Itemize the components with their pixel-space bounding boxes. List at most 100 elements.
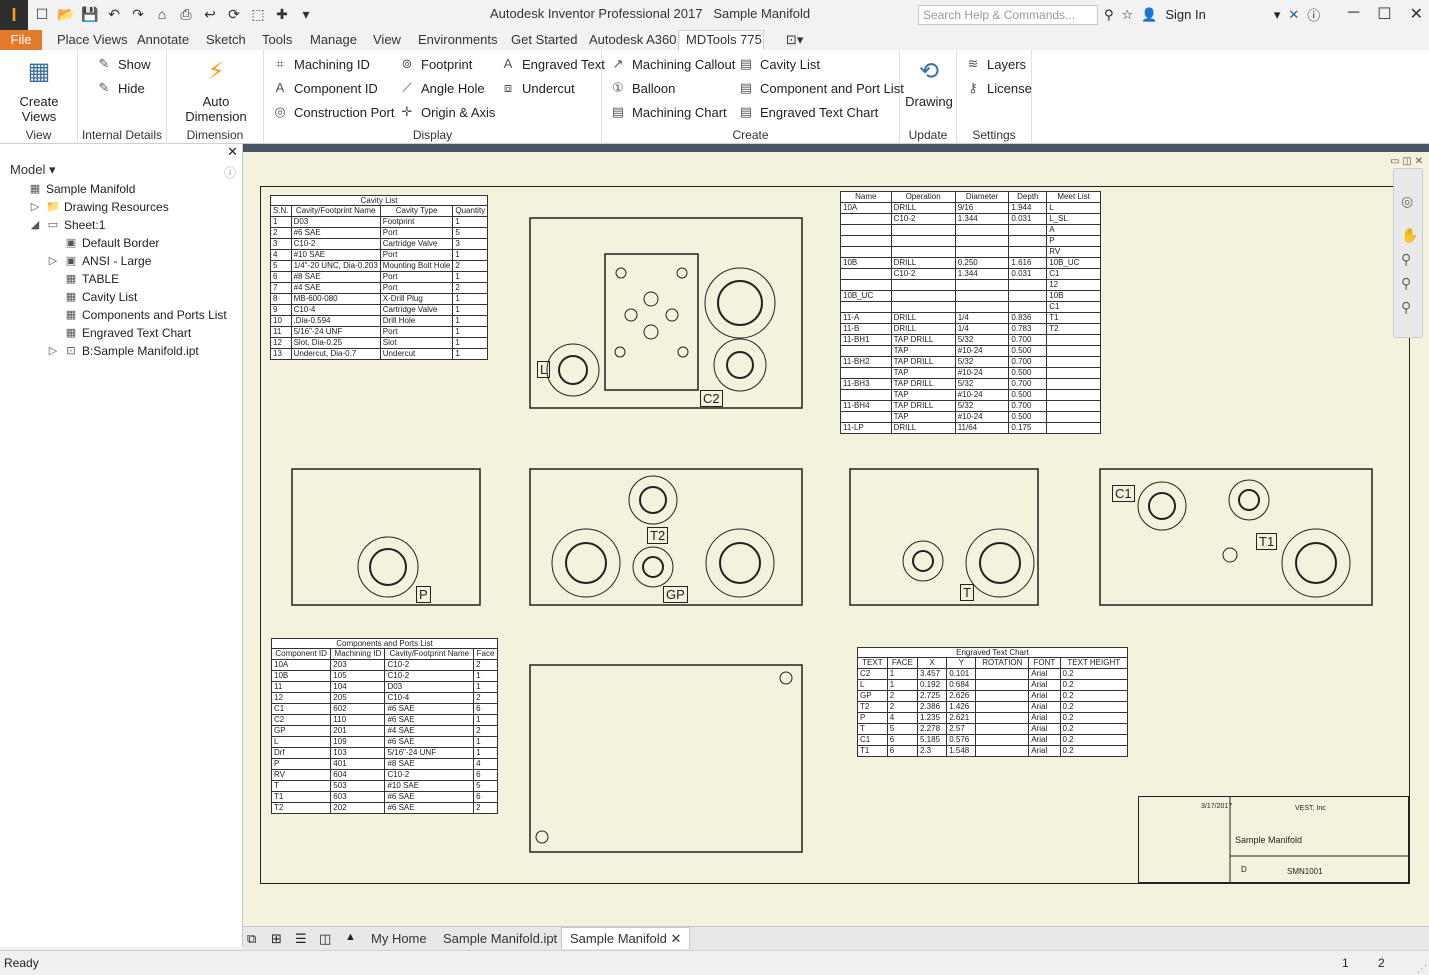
expand-toggle-icon[interactable]: ▷ [30,201,40,213]
inventor-logo-icon[interactable]: I [0,0,28,30]
key-icon: ⚷ [968,80,978,95]
tab-environments[interactable]: Environments [418,32,498,47]
machining-chart-button[interactable]: ▤Machining Chart [611,104,727,120]
origin-axis-button[interactable]: ✛Origin & Axis [399,104,496,120]
engraved-text-chart-button[interactable]: ▤Engraved Text Chart [739,104,879,120]
create-views-button[interactable]: ▦ Create Views [19,58,59,124]
tree-item[interactable]: ▦Components and Ports List [46,308,227,322]
tree-item[interactable]: ▦Engraved Text Chart [46,326,191,340]
layers-button[interactable]: ≋Layers [965,56,1026,72]
browser-help-icon[interactable]: ⓘ [223,166,236,180]
pan-icon[interactable]: ✋ [1401,227,1419,243]
footprint-button[interactable]: ⊚Footprint [399,56,473,72]
print-icon[interactable]: ⎙ [180,6,192,22]
drawing-sheet[interactable] [260,186,1410,884]
tree-item[interactable]: ▷📁Drawing Resources [28,200,169,214]
tab-place-views[interactable]: Place Views [57,32,128,47]
save-icon[interactable]: 💾 [81,6,99,22]
table-cell: Footprint [379,216,454,228]
sign-in-link[interactable]: Sign In [1165,7,1206,22]
undo-icon[interactable]: ↶ [108,6,120,22]
home-icon[interactable]: ⌂ [157,6,167,22]
hide-button[interactable]: ✎Hide [96,80,145,96]
tree-item[interactable]: ▷⊡B:Sample Manifold.ipt [46,344,199,358]
machining-id-button[interactable]: ⌗Machining ID [272,56,370,72]
table-cell: 1 [452,337,489,349]
show-button[interactable]: ✎Show [96,56,151,72]
binoculars-icon[interactable]: ⚲ [1104,6,1114,22]
steering-wheel-icon[interactable]: ◎ [1401,193,1414,209]
select-icon[interactable]: ⬚ [251,6,265,22]
tab-get-started[interactable]: Get Started [511,32,578,47]
search-input[interactable]: Search Help & Commands... [918,5,1098,25]
tile-horizontal-icon[interactable]: ☰ [295,931,307,946]
minimize-icon[interactable]: ─ [1347,4,1360,21]
zoom-window-icon[interactable]: ⚲ [1401,299,1412,315]
tab-sample-manifold-drawing[interactable]: Sample Manifold ✕ [561,927,691,949]
tab-tools[interactable]: Tools [262,32,293,47]
tab-manage[interactable]: Manage [310,32,357,47]
tab-view[interactable]: View [373,32,401,47]
tab-options-icon[interactable]: ⊡▾ [786,32,804,47]
tab-annotate[interactable]: Annotate [137,32,190,47]
table-cell: 1 [452,315,489,327]
tree-item[interactable]: ▦TABLE [46,272,119,286]
tab-sample-manifold-ipt[interactable]: Sample Manifold.ipt [443,931,558,946]
expand-toggle-icon[interactable]: ◢ [30,219,40,231]
user-icon[interactable]: 👤 [1141,6,1158,22]
tree-item[interactable]: ◢▭Sheet:1 [28,218,106,232]
browser-close-icon[interactable]: ✕ [227,144,238,159]
tab-autodesk-a360[interactable]: Autodesk A360 [589,32,677,47]
document-list-icon[interactable]: ▲ [345,931,356,943]
undercut-button[interactable]: ⧈Undercut [500,80,575,96]
license-button[interactable]: ⚷License [965,80,1032,96]
update-icon[interactable]: ⟳ [228,6,240,22]
redo-icon[interactable]: ↷ [132,6,144,22]
browser-header[interactable]: Model ▾ [10,162,56,177]
zoom-icon[interactable]: ⚲ [1401,251,1412,267]
auto-dimension-button[interactable]: ⚡ Auto Dimension [185,58,247,124]
construction-port-button[interactable]: ◎Construction Port [272,104,394,120]
tree-item[interactable]: ▦Cavity List [46,290,138,304]
resize-grip-icon[interactable]: ⋰ [1417,964,1427,975]
tile-vertical-icon[interactable]: ◫ [319,931,332,946]
open-file-icon[interactable]: 📂 [57,6,75,22]
close-icon[interactable]: ✕ [1409,6,1423,23]
cascade-windows-icon[interactable]: ⧉ [247,931,257,946]
tab-file[interactable]: File [0,30,42,50]
tree-item[interactable]: ▷▣ANSI - Large [46,254,152,268]
angle-hole-button[interactable]: ⟋Angle Hole [399,80,484,96]
component-port-list-button[interactable]: ▤Component and Port List [739,80,904,96]
maximize-icon[interactable]: ☐ [1377,6,1392,23]
drawing-update-button[interactable]: ⟲ Drawing [905,58,953,109]
tab-my-home[interactable]: My Home [371,931,427,946]
expand-toggle-icon[interactable]: ▷ [48,255,58,267]
customize-dropdown-icon[interactable]: ▾ [302,6,310,22]
return-icon[interactable]: ↩ [204,6,216,22]
tab-mdtools[interactable]: MDTools 775 [686,32,762,47]
zoom-all-icon[interactable]: ⚲ [1401,275,1412,291]
tab-sketch[interactable]: Sketch [206,32,246,47]
add-icon[interactable]: ✚ [276,6,288,22]
tab-close-icon[interactable]: ✕ [670,931,682,946]
cavity-list-button[interactable]: ▤Cavity List [739,56,820,72]
expand-toggle-icon[interactable]: ▷ [48,345,58,357]
tree-item-label: Sheet:1 [64,218,106,232]
machining-callout-button[interactable]: ↗Machining Callout [610,56,736,72]
tree-item[interactable]: ▣Default Border [46,236,160,250]
help-icon[interactable]: ⓘ [1307,8,1321,23]
new-file-icon[interactable]: ☐ [35,6,49,22]
exchange-apps-icon[interactable]: ✕ [1288,6,1300,22]
tile-windows-icon[interactable]: ⊞ [271,931,282,946]
sign-in-dropdown-icon[interactable]: ▾ [1273,6,1281,22]
favorites-star-icon[interactable]: ☆ [1121,6,1134,22]
tree-item[interactable]: ▦Sample Manifold [10,182,136,196]
